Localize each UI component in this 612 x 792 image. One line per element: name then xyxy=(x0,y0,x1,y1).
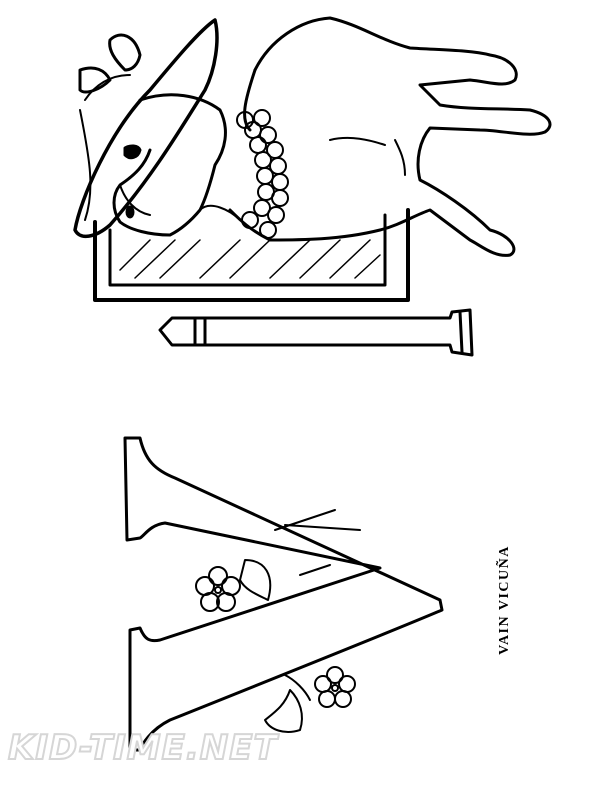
vicuna xyxy=(112,16,552,257)
mirror xyxy=(93,208,410,302)
caption-text: VAIN VICUÑA xyxy=(497,545,512,655)
hat xyxy=(73,18,219,238)
pole xyxy=(158,308,474,357)
letter-v xyxy=(123,436,444,752)
bead-necklace xyxy=(236,109,289,239)
flowers xyxy=(195,509,361,733)
watermark: KID-TIME.NET xyxy=(7,727,278,769)
